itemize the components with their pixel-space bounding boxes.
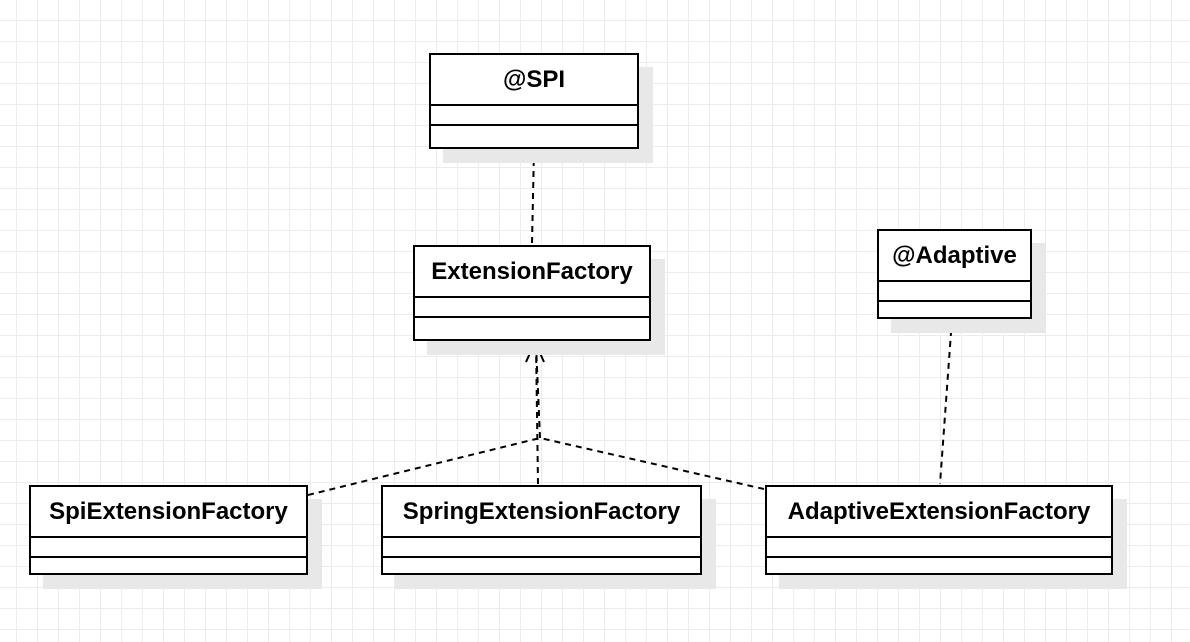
attributes-compartment bbox=[383, 538, 700, 558]
realization-line-adaptiveextensionfactory bbox=[539, 437, 765, 490]
dependency-line-extensionfactory-spi bbox=[531, 148, 535, 245]
realization-line-springextensionfactory bbox=[535, 343, 539, 485]
methods-compartment bbox=[31, 558, 306, 578]
class-spi[interactable]: @SPI bbox=[429, 53, 639, 149]
attributes-compartment bbox=[31, 538, 306, 558]
methods-compartment bbox=[767, 558, 1111, 578]
class-name: @SPI bbox=[431, 55, 637, 106]
class-name: AdaptiveExtensionFactory bbox=[767, 487, 1111, 538]
class-name: ExtensionFactory bbox=[415, 247, 649, 298]
realization-line-merged bbox=[535, 343, 541, 439]
methods-compartment bbox=[879, 302, 1030, 322]
methods-compartment bbox=[415, 318, 649, 338]
class-name: @Adaptive bbox=[879, 231, 1030, 282]
class-springextensionfactory[interactable]: SpringExtensionFactory bbox=[381, 485, 702, 575]
attributes-compartment bbox=[431, 106, 637, 126]
methods-compartment bbox=[383, 558, 700, 578]
attributes-compartment bbox=[767, 538, 1111, 558]
class-name: SpringExtensionFactory bbox=[383, 487, 700, 538]
class-extensionfactory[interactable]: ExtensionFactory bbox=[413, 245, 651, 341]
realization-arrowhead bbox=[525, 339, 545, 363]
class-adaptiveextensionfactory[interactable]: AdaptiveExtensionFactory bbox=[765, 485, 1113, 575]
class-adaptive[interactable]: @Adaptive bbox=[877, 229, 1032, 319]
class-name: SpiExtensionFactory bbox=[31, 487, 306, 538]
attributes-compartment bbox=[879, 282, 1030, 302]
methods-compartment bbox=[431, 126, 637, 146]
class-spiextensionfactory[interactable]: SpiExtensionFactory bbox=[29, 485, 308, 575]
dependency-line-adaptiveextensionfactory-adaptive bbox=[939, 318, 953, 485]
attributes-compartment bbox=[415, 298, 649, 318]
